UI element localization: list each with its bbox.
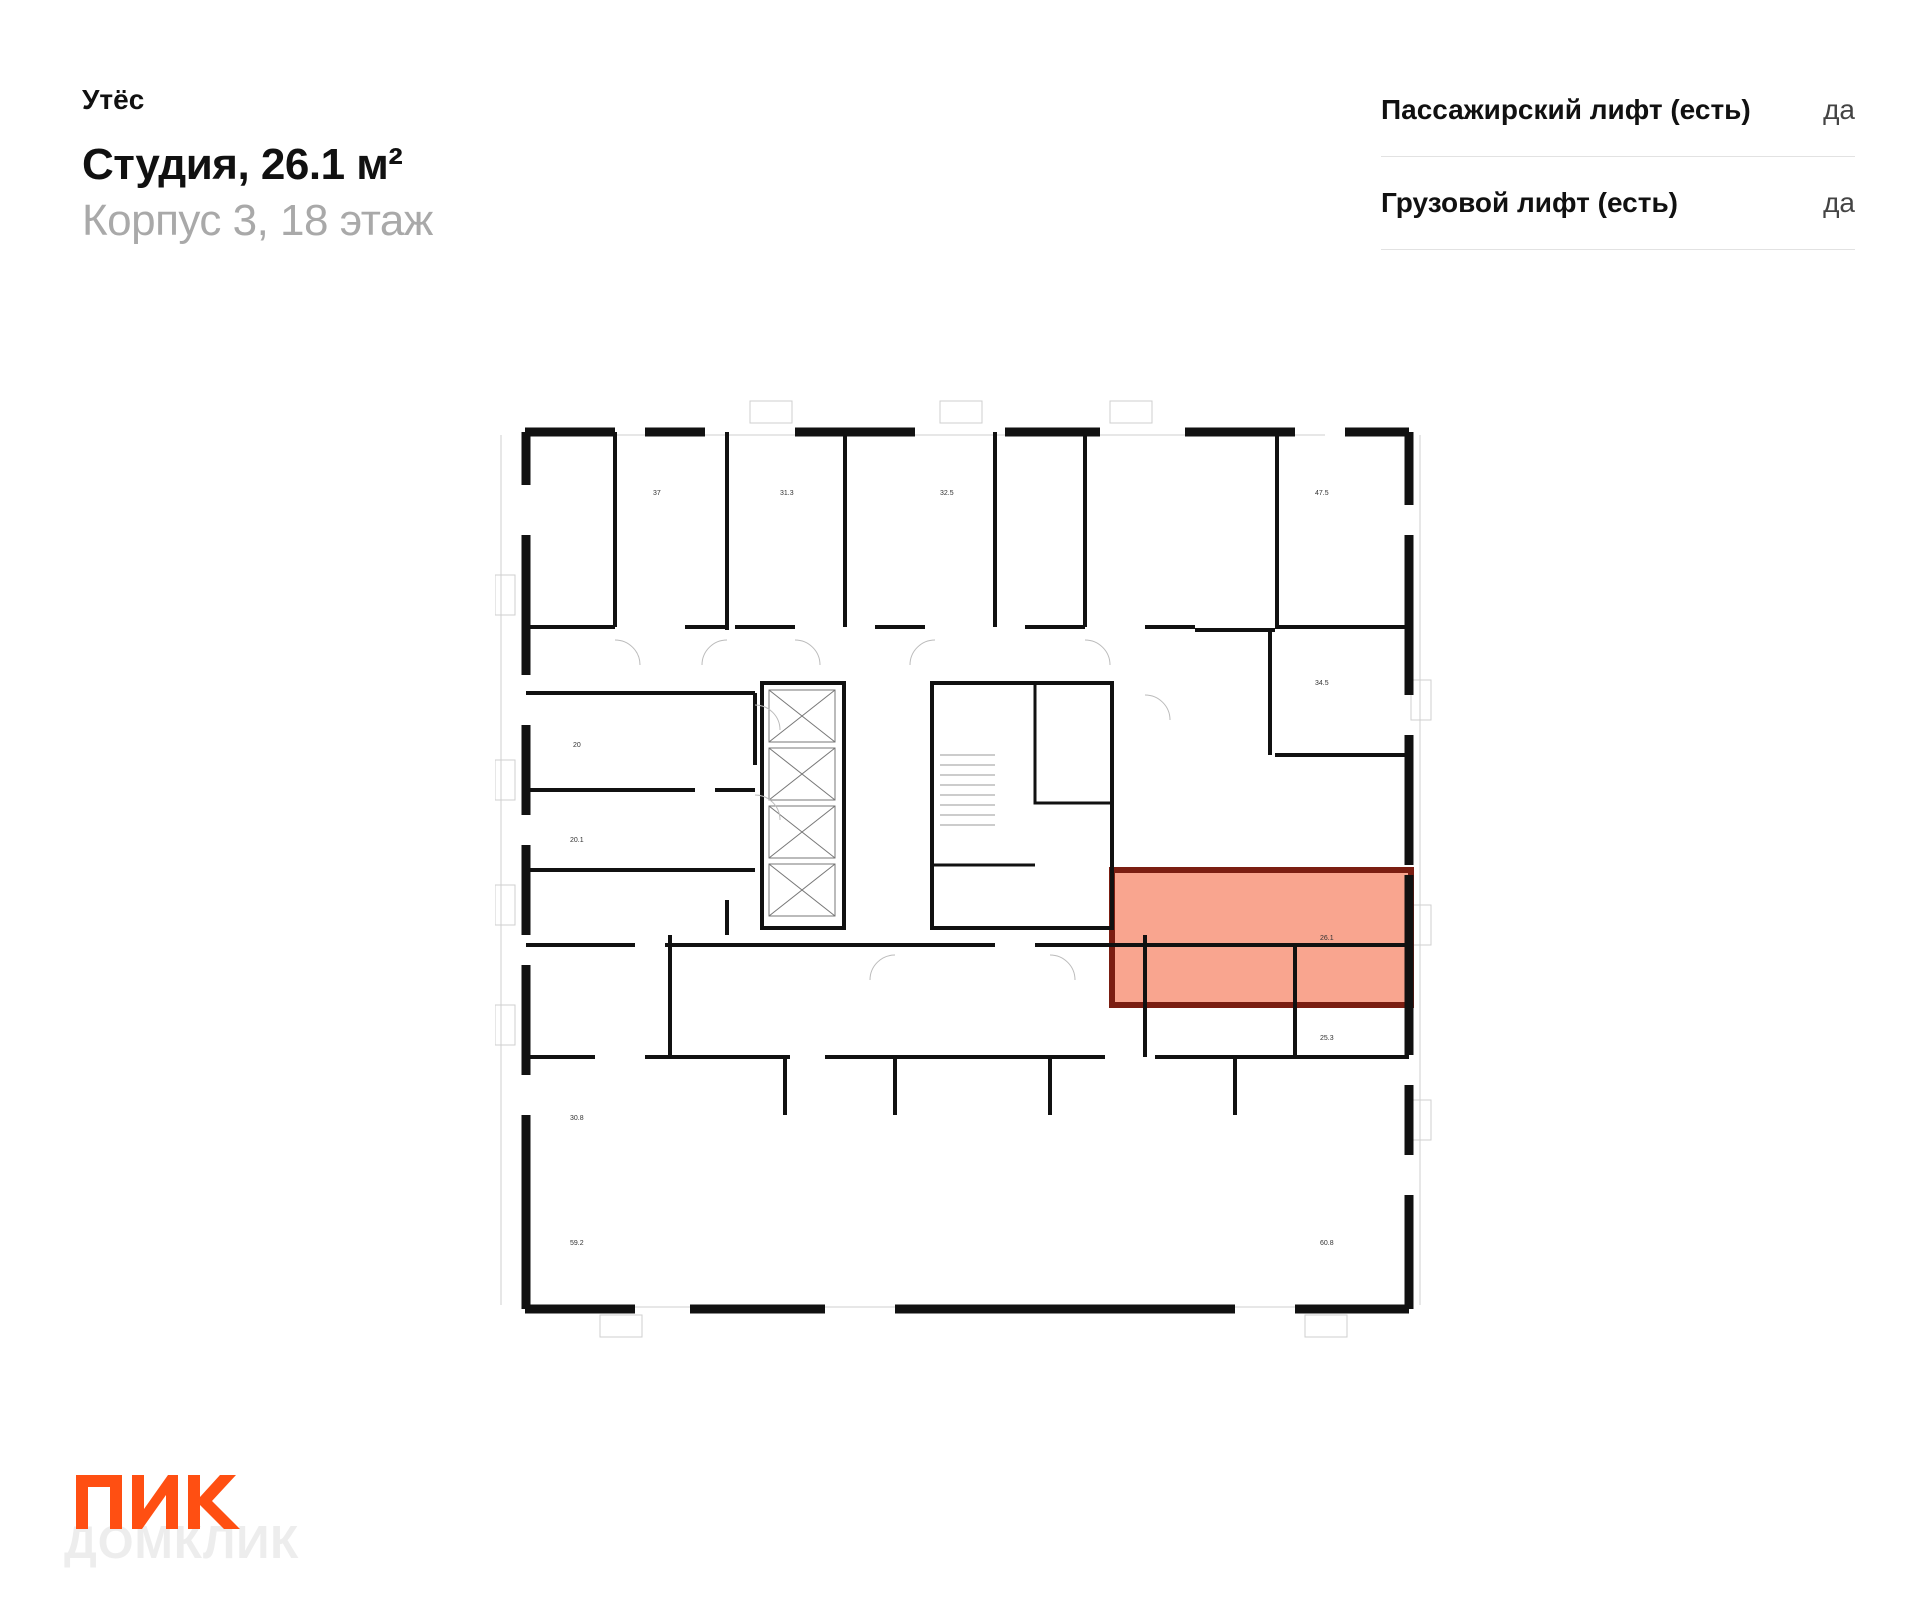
features-list: Пассажирский лифт (есть) да Грузовой лиф… — [1381, 64, 1855, 250]
feature-row-freight-lift: Грузовой лифт (есть) да — [1381, 157, 1855, 250]
highlighted-apartment[interactable] — [1109, 867, 1414, 1008]
area-label: 60.8 — [1320, 1240, 1334, 1247]
area-label: 20.1 — [570, 837, 584, 844]
feature-row-passenger-lift: Пассажирский лифт (есть) да — [1381, 64, 1855, 157]
area-label: 30.8 — [570, 1115, 584, 1122]
floor-plan: 37 31.3 32.5 47.5 34.5 20 20.1 26.1 25.3… — [495, 400, 1432, 1338]
feature-label: Пассажирский лифт (есть) — [1381, 94, 1751, 125]
windows — [495, 400, 1432, 1338]
building-core — [760, 681, 1114, 930]
domclick-watermark: ДОМКЛИК — [64, 1516, 300, 1568]
pik-logo — [76, 1475, 240, 1529]
area-label: 34.5 — [1315, 680, 1329, 687]
area-label: 31.3 — [780, 490, 794, 497]
area-label: 47.5 — [1315, 490, 1329, 497]
feature-value: да — [1823, 187, 1855, 218]
building-floor-subtitle: Корпус 3, 18 этаж — [82, 196, 433, 245]
area-label: 37 — [653, 490, 661, 497]
outer-walls — [521, 427, 1414, 1314]
interior-walls — [526, 432, 1409, 1115]
area-label: 25.3 — [1320, 1035, 1334, 1042]
doors — [614, 639, 1171, 981]
area-label: 20 — [573, 742, 581, 749]
room-labels: 37 31.3 32.5 47.5 34.5 20 20.1 26.1 25.3… — [570, 490, 1334, 1247]
area-label: 32.5 — [940, 490, 954, 497]
feature-value: да — [1823, 94, 1855, 125]
area-label: 59.2 — [570, 1240, 584, 1247]
apartment-title: Студия, 26.1 м² — [82, 140, 403, 189]
complex-name: Утёс — [82, 84, 145, 115]
feature-label: Грузовой лифт (есть) — [1381, 187, 1678, 218]
area-label: 26.1 — [1320, 935, 1334, 942]
brand-logo: ДОМКЛИК — [64, 1475, 424, 1575]
